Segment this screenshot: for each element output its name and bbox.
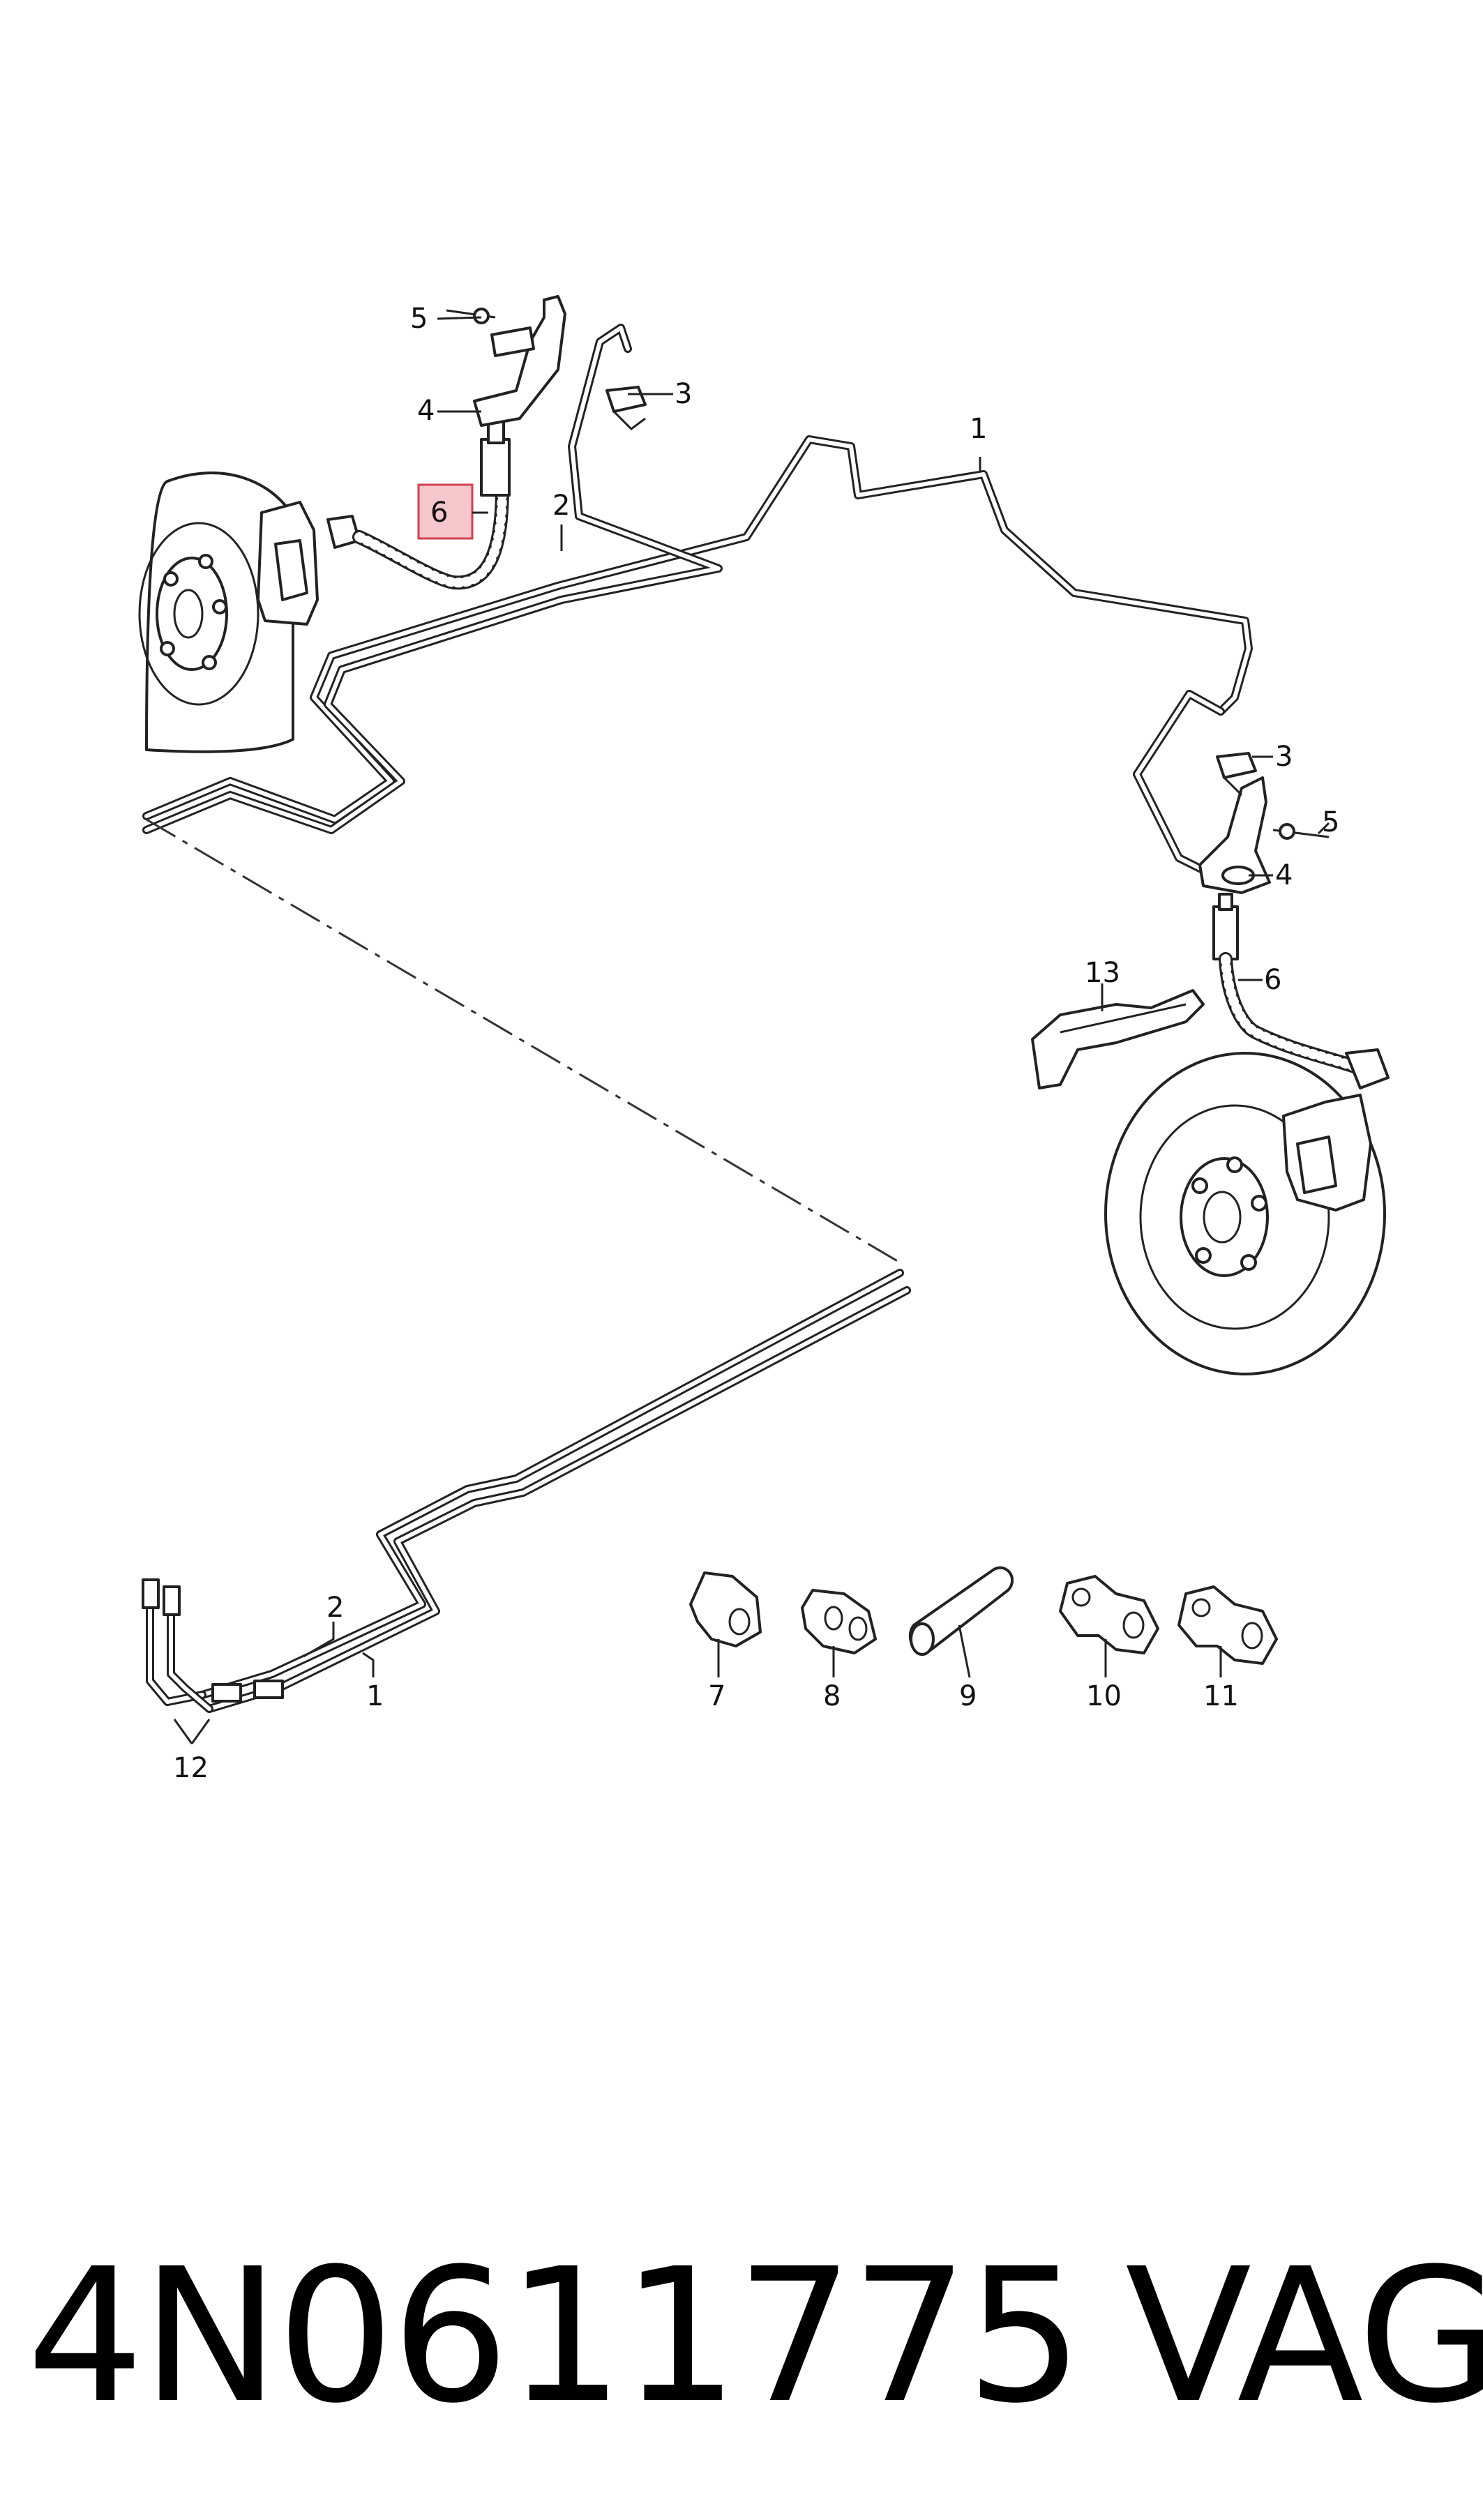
callout-2-bottom: 2 (326, 1592, 344, 1624)
callout-3-left: 3 (675, 378, 692, 410)
right-brake-caliper (1282, 1094, 1372, 1212)
callout-4-left: 4 (417, 395, 435, 427)
highlight-part-6 (417, 483, 474, 540)
left-brake-hose (352, 421, 511, 590)
part-11-clip (1177, 1585, 1278, 1665)
part-8-clip (801, 1589, 877, 1654)
callout-5-right: 5 (1322, 806, 1339, 838)
callout-11: 11 (1203, 1680, 1239, 1712)
callout-5-left: 5 (410, 303, 428, 335)
callout-6-right: 6 (1264, 964, 1281, 996)
right-bleeder-screw (1272, 823, 1330, 840)
callout-6-left: 6 (430, 497, 448, 529)
part-number: 4N0611775 (27, 2229, 1083, 2444)
left-bleeder-screw (446, 308, 496, 324)
callout-1-bottom: 1 (366, 1680, 384, 1712)
callout-12: 12 (173, 1752, 209, 1784)
part-7-clip (689, 1571, 762, 1647)
lower-brake-lines (146, 1269, 911, 1713)
left-brake-disc (138, 471, 294, 753)
brake-line-right-branch (1133, 690, 1225, 876)
right-brake-hose (1212, 893, 1390, 1089)
callout-7: 7 (708, 1680, 725, 1712)
callout-13: 13 (1085, 957, 1120, 989)
part-9-sleeve (908, 1566, 1014, 1656)
part-10-clip (1059, 1575, 1159, 1654)
callout-8: 8 (823, 1680, 841, 1712)
left-bracket (473, 295, 566, 427)
callout-9: 9 (959, 1680, 977, 1712)
part-number-footer: 4N0611775 VAG (27, 2229, 1483, 2444)
part-13-bracket (1031, 989, 1205, 1089)
brake-line-1 (142, 435, 1253, 824)
left-brake-caliper (257, 501, 361, 626)
callout-3-right: 3 (1275, 741, 1293, 773)
callout-1-top: 1 (970, 413, 987, 445)
callout-10: 10 (1086, 1680, 1122, 1712)
brake-line-2 (142, 324, 723, 834)
right-clip (1216, 752, 1257, 797)
right-bracket (1198, 776, 1271, 894)
brand-name: VAG (1125, 2229, 1483, 2444)
leader-lines (173, 316, 1330, 1744)
part-12-unions (142, 1578, 284, 1703)
callout-2-top: 2 (552, 490, 570, 522)
callout-4-right: 4 (1275, 859, 1293, 891)
connection-dashline (146, 818, 901, 1264)
